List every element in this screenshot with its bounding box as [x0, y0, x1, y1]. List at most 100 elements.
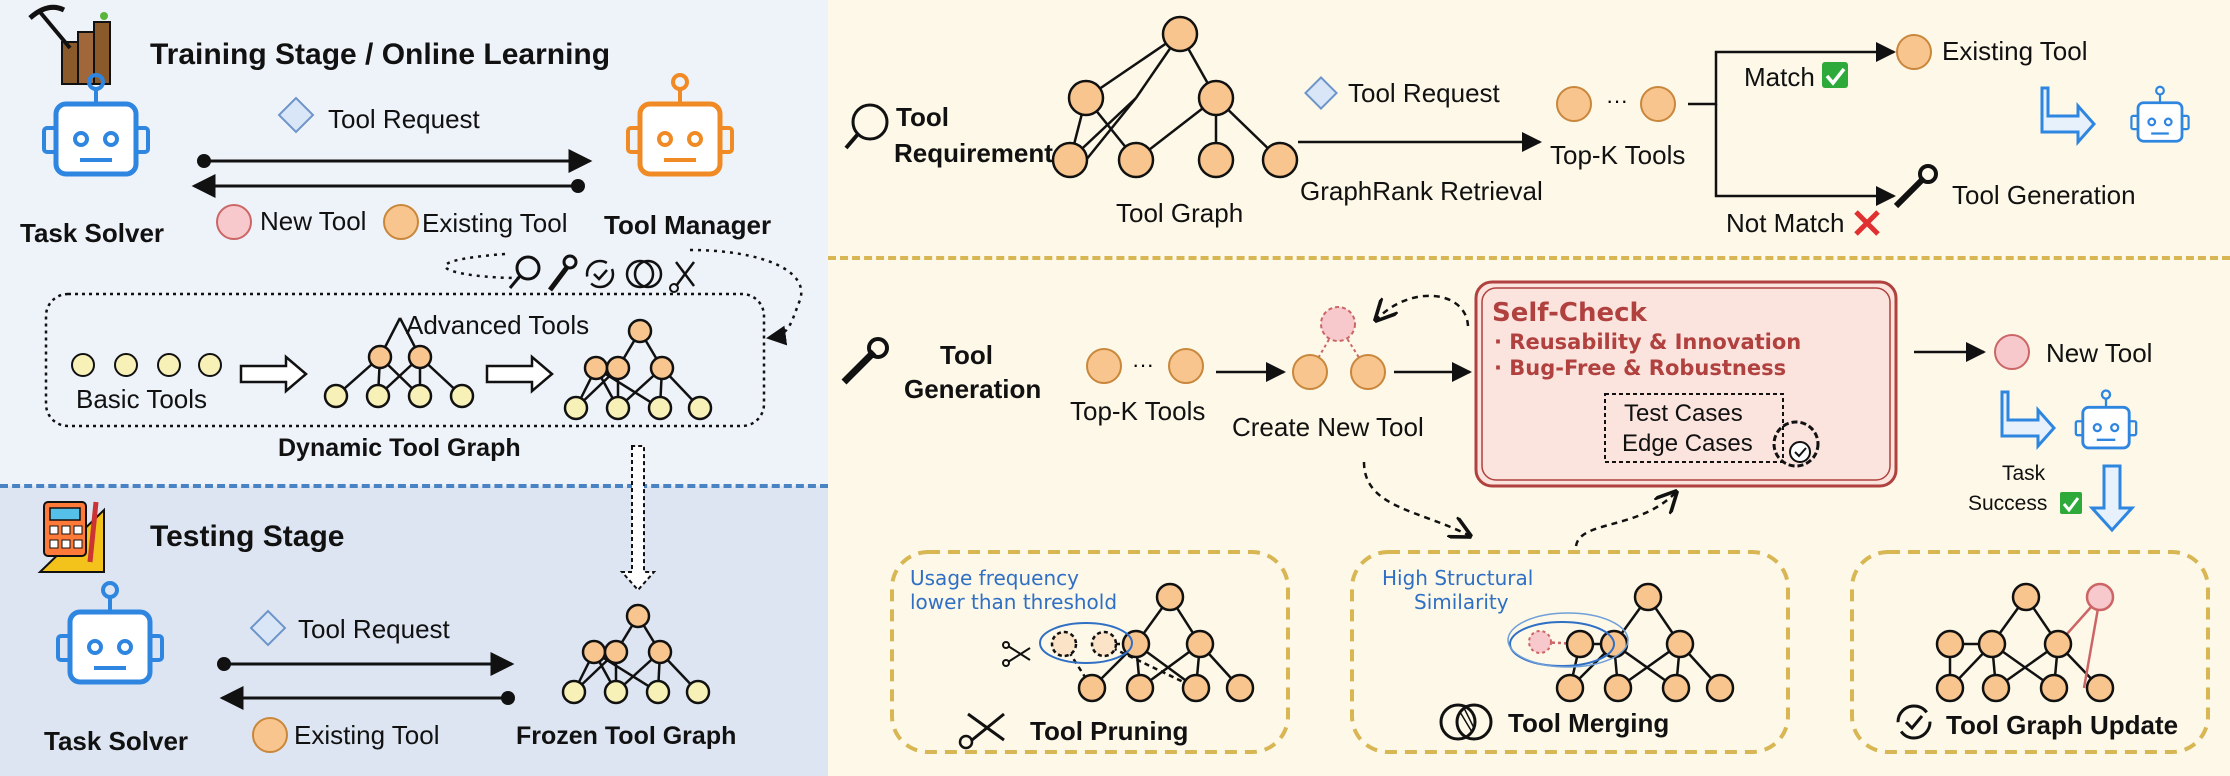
tool-graph-update-box	[1850, 550, 2210, 754]
generation-line1: Tool	[940, 340, 993, 370]
existing-tool-legend-node	[383, 204, 419, 240]
merge-icon	[625, 259, 663, 289]
tool-pruning-label: Tool Pruning	[1030, 716, 1189, 746]
task-success-line1: Task	[2002, 462, 2046, 485]
topk-node	[1640, 86, 1676, 122]
pruning-scissors-icon	[1002, 641, 1031, 667]
tool-pruning-box	[890, 550, 1290, 754]
requirement-line2: Requirement	[894, 138, 1053, 168]
dynamic-tool-graph-box	[44, 292, 766, 428]
gen-topk-node	[1168, 348, 1204, 384]
gen-new-tool-label: New Tool	[2046, 338, 2153, 368]
edge-cases-label: Edge Cases	[1622, 430, 1753, 457]
self-check-title: Self-Check	[1492, 298, 1647, 328]
create-new-tool-label: Create New Tool	[1232, 412, 1424, 442]
scissors-icon	[669, 261, 695, 293]
match-label: Match	[1744, 62, 1815, 92]
refresh-check-icon	[585, 259, 615, 289]
not-match-arrow	[1714, 104, 1896, 206]
merging-graph	[1539, 582, 1735, 703]
task-solver-robot-icon	[44, 75, 148, 174]
test-existing-tool-legend-node	[252, 717, 288, 753]
task-solver-label: Task Solver	[20, 218, 165, 248]
wrench-icon-large	[841, 337, 889, 385]
graphrank-retrieval-label: GraphRank Retrieval	[1300, 176, 1543, 206]
merging-note-line1: High Structural	[1382, 566, 1534, 590]
topk-node	[1556, 86, 1592, 122]
existing-tool-label: Existing Tool	[1942, 36, 2088, 66]
not-match-label: Not Match	[1726, 208, 1845, 238]
match-arrow	[1688, 42, 1896, 106]
tool-manager-label: Tool Manager	[604, 210, 772, 240]
wrench-generation-icon	[1893, 164, 1938, 209]
self-check-box	[1474, 280, 1898, 488]
dynamic-tool-graph-label: Dynamic Tool Graph	[278, 434, 521, 462]
advanced-tools-label: Advanced Tools	[406, 310, 590, 340]
tool-manager-robot-icon	[628, 75, 732, 174]
deliver-arrow	[2040, 86, 2097, 146]
testing-tool-request-label: Tool Request	[298, 614, 450, 644]
stage-divider	[0, 484, 828, 488]
not-match-x-icon	[1854, 210, 1880, 236]
small-robot-icon	[2130, 85, 2190, 143]
basic-tools-label: Basic Tools	[76, 384, 208, 414]
search-icon	[508, 255, 541, 289]
similarity-highlight	[1509, 621, 1615, 667]
pruning-note-line1: Usage frequency	[910, 566, 1079, 590]
self-check-item-2: · Bug-Free & Robustness	[1494, 356, 1787, 380]
test-tool-request-diamond-icon	[249, 609, 287, 647]
svg-text:···: ···	[1606, 88, 1628, 113]
self-check-item-1: · Reusability & Innovation	[1494, 330, 1802, 354]
mid-graph	[323, 317, 475, 409]
frozen-tool-graph-label: Frozen Tool Graph	[516, 722, 737, 750]
req-tool-request-diamond-icon	[1304, 76, 1338, 110]
existing-tool-node	[1896, 34, 1932, 70]
svg-text:···: ···	[1132, 352, 1154, 377]
stairs-pickaxe-icon	[28, 4, 111, 85]
tool-merging-box	[1350, 550, 1790, 754]
gen-robot-icon	[2074, 389, 2138, 450]
wrench-icon	[548, 254, 578, 292]
frozen-graph	[561, 603, 711, 705]
tool-request-diamond-icon	[277, 96, 315, 134]
task-success-line2: Success	[1968, 492, 2048, 515]
testing-task-solver-label: Task Solver	[44, 726, 189, 756]
pruning-note-line2: lower than threshold	[910, 590, 1118, 614]
freeze-arrow	[619, 445, 657, 592]
gen-topk-label: Top-K Tools	[1070, 396, 1206, 426]
training-stage-title: Training Stage / Online Learning	[150, 38, 611, 71]
tool-merging-label: Tool Merging	[1508, 708, 1670, 738]
growth-arrow-1	[239, 354, 308, 394]
match-check-icon	[1822, 62, 1848, 88]
calculator-icon	[37, 501, 105, 573]
graph-update-refresh-icon	[1896, 704, 1932, 740]
task-success-check-icon	[2060, 492, 2082, 514]
advanced-graph	[563, 318, 713, 421]
req-topk-label: Top-K Tools	[1550, 140, 1686, 170]
testing-stage-title: Testing Stage	[150, 520, 345, 553]
gear-check-icon	[1772, 420, 1820, 468]
test-task-solver-robot-icon	[58, 583, 162, 682]
merging-note-line2: Similarity	[1414, 590, 1509, 614]
tool-graph-label: Tool Graph	[1116, 198, 1244, 228]
growth-arrow-2	[485, 354, 554, 394]
test-cases-label: Test Cases	[1624, 400, 1743, 427]
update-graph	[1935, 582, 2115, 703]
new-tool-legend-label: New Tool	[260, 206, 367, 236]
low-usage-highlight	[1039, 622, 1133, 664]
gen-topk-node	[1086, 348, 1122, 384]
tool-pruning-scissors-icon	[958, 712, 1005, 750]
magnifier-icon	[844, 103, 889, 150]
req-tool-request-label: Tool Request	[1348, 78, 1500, 108]
tool-merging-icon	[1439, 703, 1493, 741]
generation-line2: Generation	[904, 374, 1042, 404]
tests-box	[1604, 393, 1784, 463]
tool-graph	[1051, 15, 1299, 179]
section-divider	[828, 256, 2230, 260]
gen-new-tool-node	[1994, 334, 2030, 370]
existing-tool-legend-label: Existing Tool	[422, 208, 568, 238]
testing-existing-tool-label: Existing Tool	[294, 720, 440, 750]
update-down-arrow	[2088, 464, 2136, 533]
basic-tools-nodes	[71, 353, 222, 377]
